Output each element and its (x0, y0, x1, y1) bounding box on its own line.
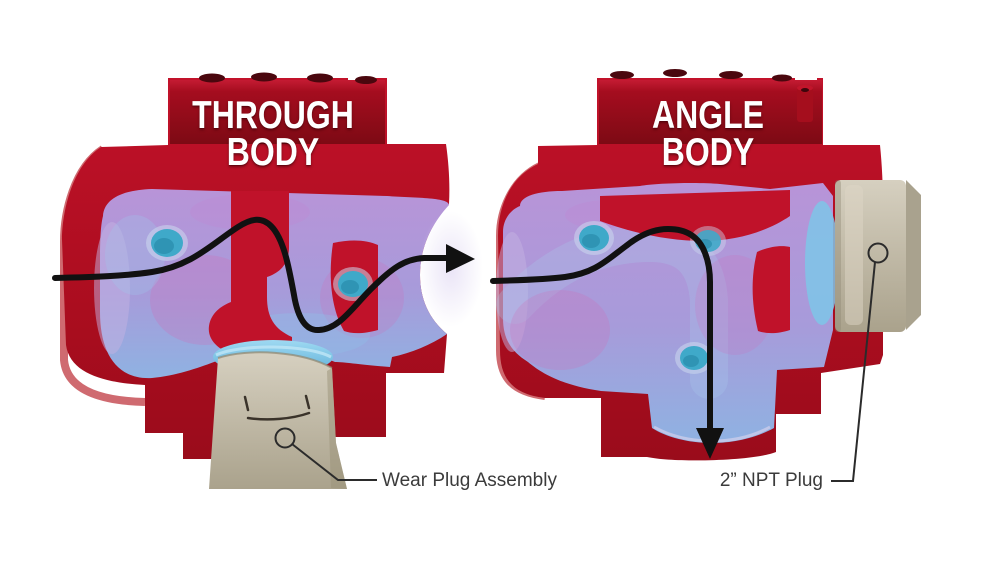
pink-highlight (510, 290, 610, 370)
inlet-bore-shading (496, 232, 528, 352)
wear-plug-graphic (209, 351, 347, 489)
callout-circle-npt-plug (867, 242, 889, 264)
top-flange-face (599, 80, 822, 144)
flange-stub (797, 85, 813, 122)
body-hole (333, 267, 373, 301)
top-flange-face (170, 80, 385, 144)
callout-line-npt-plug (831, 261, 876, 482)
body-hole (675, 342, 713, 374)
internal-wall-right (752, 246, 790, 334)
body-hole (146, 225, 188, 261)
wear-plug-groove (243, 394, 311, 421)
flow-arrowhead-down (696, 428, 724, 459)
wear-plug-assembly-label: Wear Plug Assembly (382, 470, 557, 491)
body-hole (574, 221, 614, 255)
callout-line-wear-plug (291, 443, 377, 481)
callout-circle-wear-plug (274, 427, 296, 449)
npt-plug-graphic (835, 180, 921, 332)
elbow-channel-highlight (496, 223, 728, 399)
plug-port-blue (805, 201, 839, 325)
inlet-bore-shading (94, 222, 130, 354)
valve-through-body-illustration (52, 72, 483, 489)
internal-wall-center (208, 191, 292, 356)
seat-pool-highlight (215, 345, 332, 359)
valve-angle-body-illustration (490, 69, 921, 482)
flow-line-through (52, 216, 449, 333)
npt-plug-label: 2” NPT Plug (719, 470, 823, 491)
flow-arrowhead-right (446, 244, 475, 273)
flange-bolt-holes (199, 72, 377, 84)
flow-line-angle (490, 225, 713, 431)
flange-bolt-holes (610, 69, 792, 82)
internal-wall-top (600, 190, 790, 241)
